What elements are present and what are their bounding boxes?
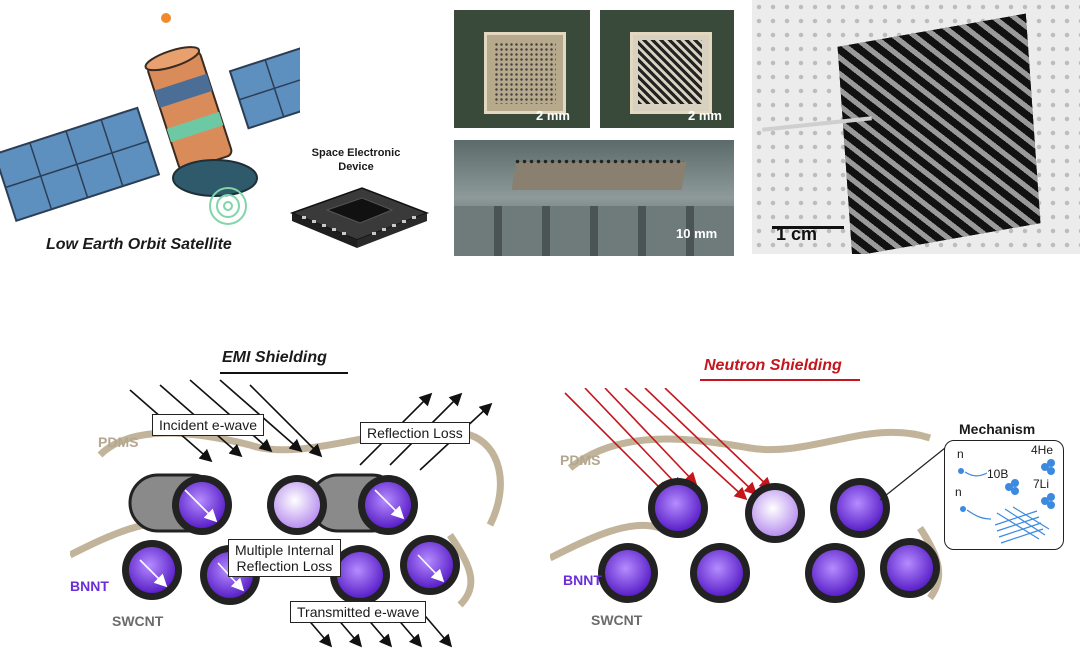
neutron-title: Neutron Shielding <box>704 357 842 374</box>
emi-swcnt-label: SWCNT <box>112 613 164 629</box>
emi-title-underline <box>220 372 348 374</box>
satellite-caption: Low Earth Orbit Satellite <box>46 236 232 253</box>
photo-side-view: 10 mm <box>454 140 734 256</box>
internal-reflection-line1: Multiple Internal <box>235 542 334 558</box>
mechanism-li7: 7Li <box>1033 477 1050 491</box>
mechanism-sketch <box>958 459 1055 544</box>
photo-flexible-sheet: 1 cm <box>752 0 1080 254</box>
device-caption-line2: Device <box>338 161 374 173</box>
emi-bnnt-label: BNNT <box>70 578 109 594</box>
internal-reflection-line2: Reflection Loss <box>236 558 333 575</box>
neutron-swcnt-label: SWCNT <box>591 612 643 628</box>
scale-label-2mm-b: 2 mm <box>688 108 722 123</box>
neutron-pdms-label: PDMS <box>560 452 601 468</box>
emi-diagram <box>70 379 504 648</box>
mechanism-b10: 10B <box>987 467 1009 481</box>
photo-chip-shielded: 2 mm <box>600 10 734 128</box>
mechanism-box: Mechanism n 10B 4He 7Li n <box>944 421 1064 550</box>
emi-pdms-label: PDMS <box>98 434 139 450</box>
neutron-diagram <box>550 388 946 603</box>
emi-title: EMI Shielding <box>222 349 327 366</box>
internal-reflection-label: Multiple Internal Reflection Loss <box>228 539 341 578</box>
satellite-illustration <box>0 13 300 225</box>
scale-label-10mm: 10 mm <box>676 226 718 241</box>
sun-dot <box>161 13 171 23</box>
scale-label-2mm-a: 2 mm <box>536 108 570 123</box>
incident-ewave-label: Incident e-wave <box>152 414 265 437</box>
neutron-title-underline <box>700 379 860 381</box>
scale-label-1cm: 1 cm <box>776 224 818 244</box>
mechanism-title: Mechanism <box>957 421 1038 437</box>
mechanism-n1: n <box>957 447 964 461</box>
reflection-loss-label: Reflection Loss <box>360 422 470 445</box>
transmitted-ewave-label: Transmitted e-wave <box>290 601 427 624</box>
device-caption-line1: Space Electronic <box>311 147 401 159</box>
mechanism-he4: 4He <box>1031 443 1054 457</box>
device-caption: Space Electronic Device <box>300 146 412 174</box>
photo-chip-bare: 2 mm <box>454 10 590 128</box>
chip-illustration <box>289 187 430 248</box>
mechanism-n2: n <box>955 485 962 499</box>
neutron-bnnt-label: BNNT <box>563 572 602 588</box>
